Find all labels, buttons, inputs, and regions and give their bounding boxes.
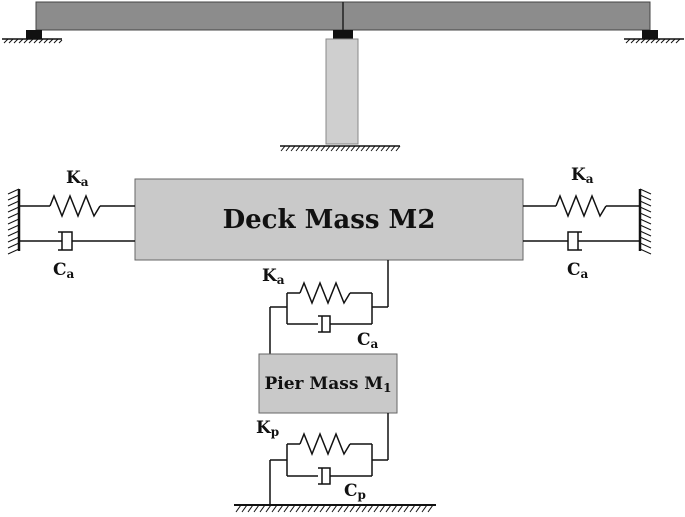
left-damper-label: Ca — [53, 260, 75, 281]
right-ground-hatch — [625, 38, 681, 44]
left-damper — [19, 231, 135, 251]
left-spring-label: Ka — [66, 168, 89, 189]
right-wall — [638, 188, 652, 255]
right-spring-label: Ka — [571, 165, 594, 186]
left-spring — [19, 193, 135, 219]
deck-pier-damper-label: Ca — [357, 330, 379, 351]
pier-foundation-hatch — [280, 145, 401, 152]
deck-pier-spring-label: Ka — [262, 266, 285, 287]
left-wall — [7, 188, 21, 255]
right-spring — [523, 193, 640, 219]
ground-hatch — [235, 504, 434, 513]
deck-mass-label: Deck Mass M2 — [223, 205, 436, 235]
pier-ground-spring-label: Kp — [256, 418, 279, 439]
bridge-schematic — [2, 1, 684, 152]
pier-column — [325, 38, 359, 145]
pier-ground-link — [269, 413, 389, 505]
right-damper — [523, 231, 640, 251]
deck-pier-link — [269, 260, 389, 354]
pier-ground-damper-label: Cp — [344, 481, 366, 502]
right-bearing — [642, 30, 658, 39]
pier-mass-box — [258, 353, 398, 414]
left-ground-hatch — [3, 38, 63, 44]
left-bearing — [26, 30, 42, 39]
pier-mass-label: Pier Mass M1 — [264, 374, 391, 395]
pier-bearing — [333, 30, 353, 39]
right-damper-label: Ca — [567, 260, 589, 281]
deck-mass-box — [134, 178, 524, 261]
